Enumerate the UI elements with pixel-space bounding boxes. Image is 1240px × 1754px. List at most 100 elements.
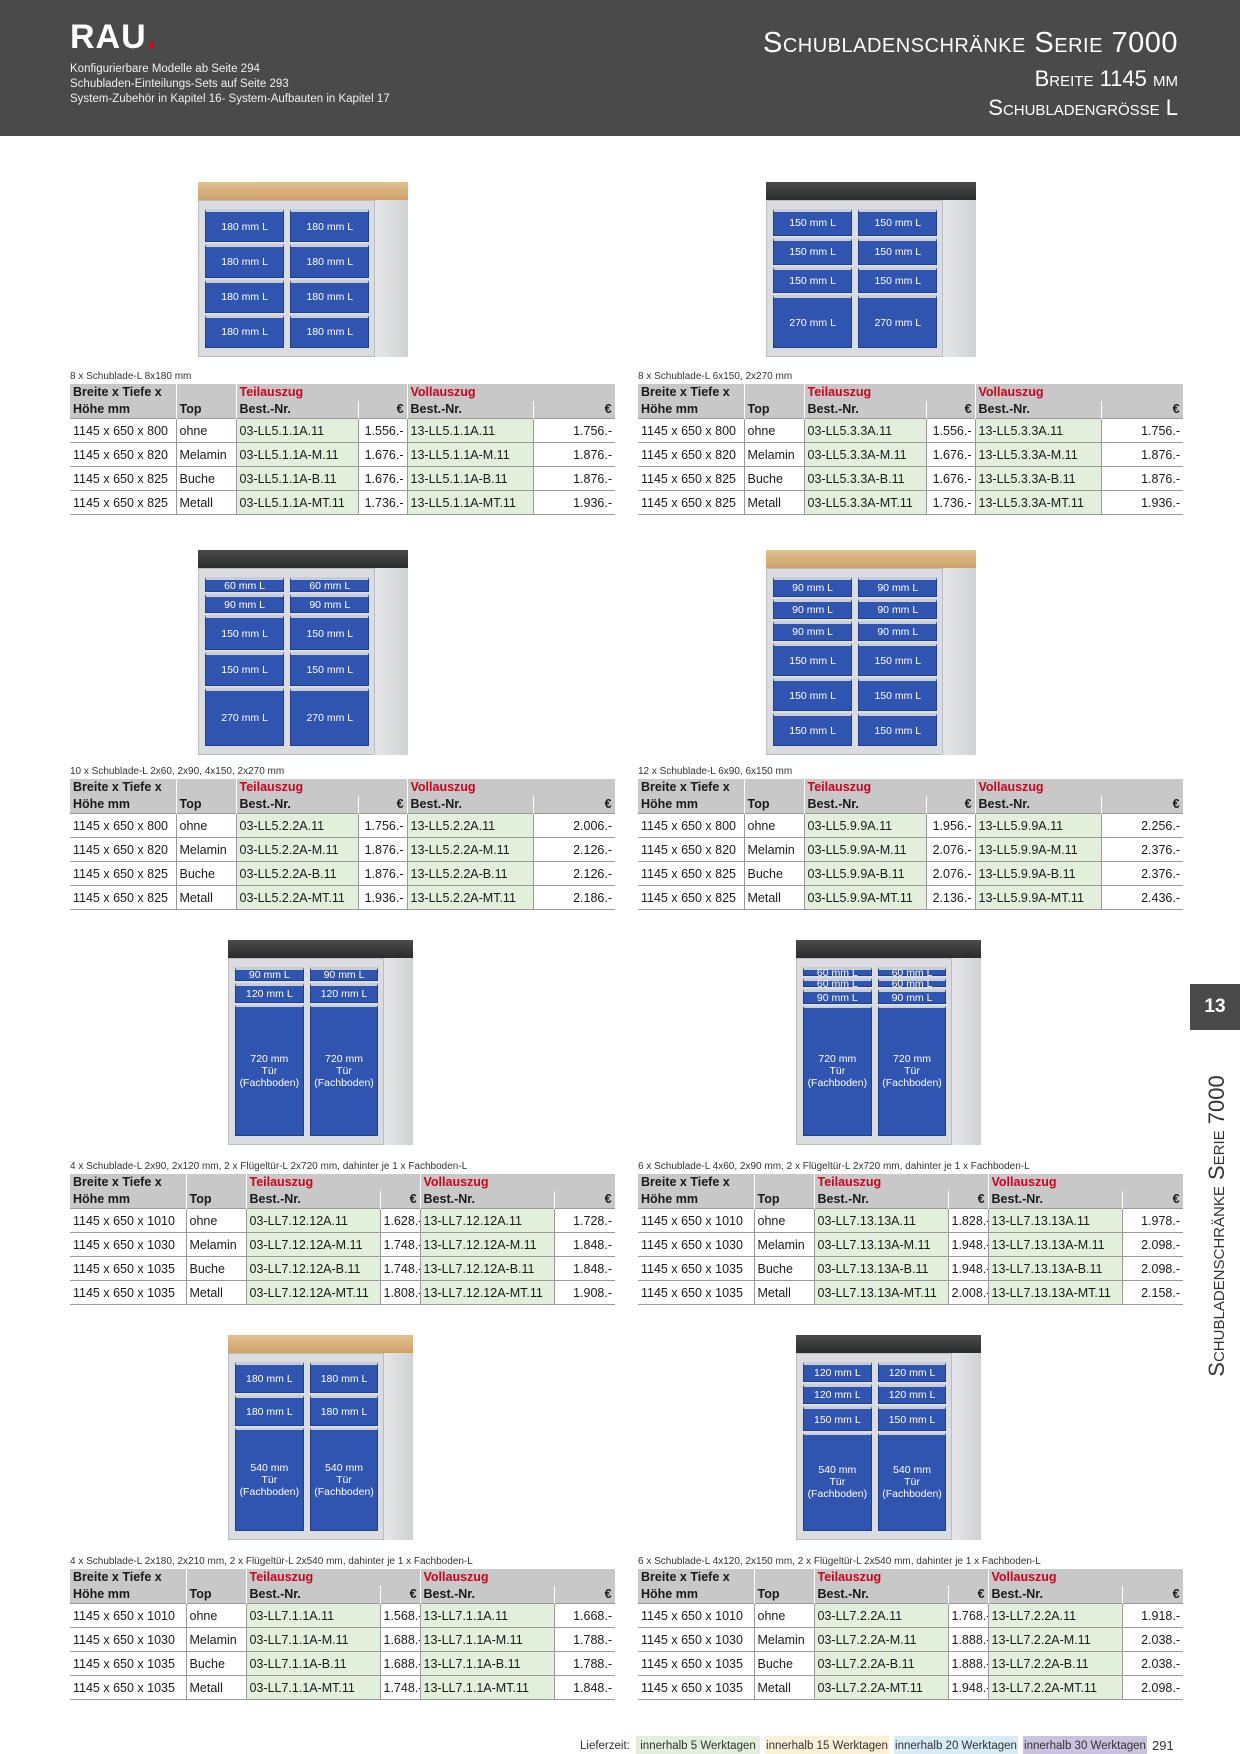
cell-voll-bestnr: 13-LL7.1.1A-B.11 — [420, 1651, 555, 1676]
cell-voll-bestnr: 13-LL7.13.13A.11 — [988, 1208, 1123, 1233]
rau-logo: RAU. — [70, 18, 158, 56]
cell-top: ohne — [754, 1603, 815, 1628]
cell-size: 1145 x 650 x 1035 — [70, 1256, 187, 1281]
header-vollauszug: Vollauszug — [420, 1174, 616, 1191]
product-caption: 6 x Schublade-L 4x60, 2x90 mm, 2 x Flüge… — [638, 1161, 1030, 1172]
header-teilauszug: Teilauszug — [804, 779, 976, 796]
drawer: 180 mm L — [290, 244, 370, 278]
header-size: Breite x Tiefe x — [638, 384, 745, 401]
header-eur: € — [358, 796, 408, 814]
header-eur: € — [1122, 1586, 1184, 1604]
cell-voll-price: 2.098.- — [1122, 1675, 1184, 1700]
cell-teil-bestnr: 03-LL7.1.1A-B.11 — [246, 1651, 381, 1676]
cell-teil-price: 1.736.- — [926, 490, 976, 515]
chapter-tab: 13 — [1190, 984, 1240, 1030]
cell-voll-price: 2.126.- — [533, 861, 616, 886]
title-drawer-size: Schubladengrösse L — [988, 95, 1178, 120]
drawer: 150 mm L — [205, 615, 285, 650]
cell-size: 1145 x 650 x 1035 — [70, 1280, 187, 1305]
drawer: 150 mm L — [290, 615, 370, 650]
cell-size: 1145 x 650 x 1010 — [638, 1603, 755, 1628]
header-size: Breite x Tiefe x — [638, 1174, 755, 1191]
cell-teil-bestnr: 03-LL5.1.1A-M.11 — [236, 442, 359, 467]
cell-size: 1145 x 650 x 1010 — [70, 1208, 187, 1233]
drawer: 150 mm L — [858, 713, 938, 746]
cell-teil-price: 1.948.- — [948, 1675, 989, 1700]
header-size-unit: Höhe mm — [70, 1191, 187, 1209]
header-teilauszug: Teilauszug — [236, 779, 408, 796]
cell-voll-price: 1.788.- — [554, 1651, 616, 1676]
cell-voll-bestnr: 13-LL5.9.9A-B.11 — [975, 861, 1102, 886]
header-bestnr: Best.-Nr. — [246, 1191, 381, 1209]
drawer: 180 mm L — [205, 279, 285, 313]
cell-teil-price: 1.956.- — [926, 813, 976, 838]
cabinet-side — [942, 568, 976, 755]
cell-teil-price: 1.936.- — [358, 885, 408, 910]
note-line: Konfigurierbare Modelle ab Seite 294 — [70, 63, 260, 75]
cell-teil-bestnr: 03-LL5.2.2A-MT.11 — [236, 885, 359, 910]
cell-voll-price: 1.936.- — [1101, 490, 1184, 515]
cell-teil-bestnr: 03-LL7.1.1A.11 — [246, 1603, 381, 1628]
header-vollauszug: Vollauszug — [988, 1569, 1184, 1586]
cell-teil-bestnr: 03-LL5.3.3A-MT.11 — [804, 490, 927, 515]
cell-voll-price: 2.006.- — [533, 813, 616, 838]
header-eur: € — [554, 1191, 616, 1209]
header-eur: € — [533, 796, 616, 814]
drawer: 90 mm L — [858, 599, 938, 620]
cell-voll-bestnr: 13-LL5.2.2A-MT.11 — [407, 885, 534, 910]
drawer: 270 mm L — [858, 295, 938, 348]
header-bestnr: Best.-Nr. — [804, 796, 927, 814]
cell-voll-price: 1.876.- — [1101, 466, 1184, 491]
cell-top: Buche — [186, 1651, 247, 1676]
header-bestnr: Best.-Nr. — [988, 1191, 1123, 1209]
cell-teil-price: 1.948.- — [948, 1232, 989, 1257]
drawer: 150 mm L — [773, 266, 853, 294]
cell-top: Melamin — [186, 1232, 247, 1257]
header-size: Breite x Tiefe x — [70, 384, 177, 401]
cabinet-door: 720 mm Tür (Fachboden) — [803, 1005, 872, 1136]
cell-top: Buche — [744, 466, 805, 491]
cell-size: 1145 x 650 x 1010 — [70, 1603, 187, 1628]
header-size-unit: Höhe mm — [70, 401, 177, 419]
header-teilauszug: Teilauszug — [814, 1174, 989, 1191]
cell-teil-price: 1.748.- — [380, 1675, 421, 1700]
cell-size: 1145 x 650 x 800 — [638, 418, 745, 443]
drawer: 150 mm L — [858, 209, 938, 236]
delivery-chip: innerhalb 20 Werktagen — [894, 1736, 1018, 1754]
header-top-spacer — [744, 779, 805, 796]
cell-teil-bestnr: 03-LL5.2.2A.11 — [236, 813, 359, 838]
cell-top: Metall — [744, 885, 805, 910]
cell-size: 1145 x 650 x 800 — [70, 418, 177, 443]
cell-top: Melamin — [744, 442, 805, 467]
cell-size: 1145 x 650 x 820 — [638, 442, 745, 467]
drawer: 120 mm L — [235, 983, 304, 1003]
cell-teil-bestnr: 03-LL5.3.3A.11 — [804, 418, 927, 443]
product-caption: 8 x Schublade-L 8x180 mm — [70, 371, 192, 382]
cabinet-side — [951, 958, 981, 1145]
worktop — [198, 550, 408, 568]
cell-size: 1145 x 650 x 1030 — [70, 1627, 187, 1652]
header-eur: € — [380, 1586, 421, 1604]
header-size: Breite x Tiefe x — [70, 1174, 187, 1191]
header-eur: € — [948, 1586, 989, 1604]
cell-teil-price: 1.676.- — [358, 466, 408, 491]
header-top: Top — [176, 796, 237, 814]
